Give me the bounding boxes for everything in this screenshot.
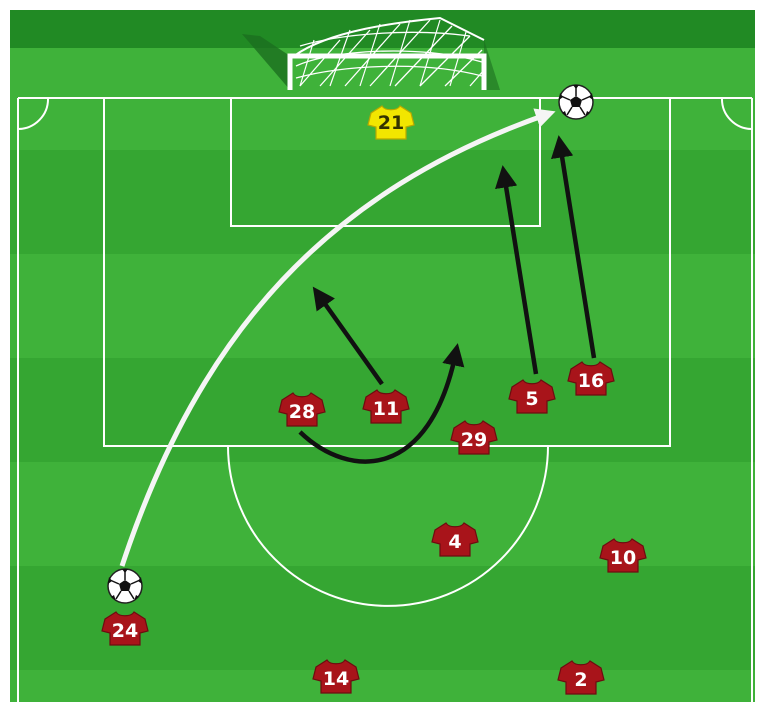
- ball-icon: [559, 85, 593, 119]
- player-number: 29: [461, 429, 487, 451]
- player-number: 24: [112, 620, 138, 642]
- player-number: 16: [578, 370, 604, 392]
- player-number: 4: [448, 531, 461, 553]
- goalkeeper-number: 21: [378, 112, 404, 134]
- player-number: 14: [323, 668, 349, 690]
- ball-icon: [108, 569, 142, 603]
- player-number: 5: [525, 388, 538, 410]
- player-number: 11: [373, 398, 399, 420]
- player-number: 10: [610, 547, 636, 569]
- player-number: 28: [289, 401, 315, 423]
- player-number: 2: [574, 669, 587, 691]
